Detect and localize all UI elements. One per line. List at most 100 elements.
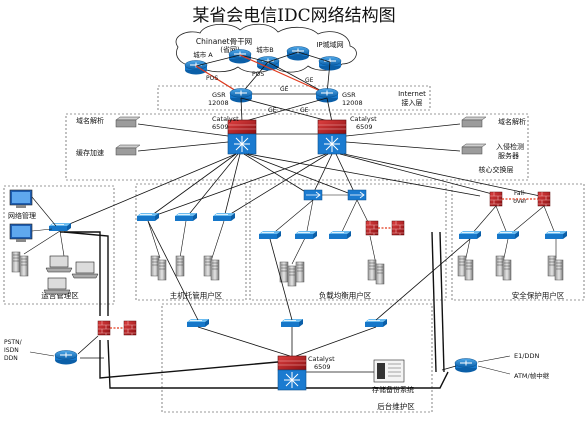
lb-zone-box [249, 183, 447, 301]
left-cache-label: 缓存加速 [76, 148, 104, 157]
city-b-label: 城市B [256, 45, 273, 54]
firewall-icon [365, 220, 379, 236]
firewall-icon [489, 191, 503, 207]
right-dns-label: 域名解析 [498, 117, 526, 126]
server-icon [295, 261, 305, 283]
access-router-right-icon [454, 358, 478, 373]
switch-icon [258, 230, 282, 240]
chinanet-label-2: (省网) [220, 45, 240, 54]
switch-icon [280, 318, 304, 328]
ge-label-3: GE [268, 107, 277, 114]
access-link [77, 335, 99, 355]
monitor-icon [9, 223, 33, 242]
access-link [441, 365, 457, 371]
ge-label-4: GE [300, 107, 309, 114]
ops-links [23, 196, 65, 257]
gsr-left-label-2: 12008 [208, 99, 229, 107]
pos-label-1: POS [206, 75, 218, 82]
switch-icon [174, 212, 198, 222]
arrow-icon [350, 191, 365, 199]
server-icon [287, 265, 297, 287]
catalyst-bottom-icon [277, 355, 307, 391]
catalyst-right-icon [317, 119, 347, 155]
laptop-icon [43, 277, 71, 295]
atm-label: ATM/帧中继 [514, 371, 550, 380]
catalyst-right-label-1: Catalyst [350, 115, 377, 123]
failover-label-2: over [513, 198, 527, 205]
chinanet-label-1: Chinanet骨干网 [196, 37, 252, 46]
server-icon [11, 251, 21, 273]
storage-array-icon [373, 359, 405, 383]
ids-server-right [461, 143, 487, 155]
pstn-label: PSTN/ [4, 339, 23, 346]
firewall-icon [391, 220, 405, 236]
core-layer-label: 核心交换层 [479, 165, 514, 174]
ge-label-2: GE [280, 86, 289, 93]
security-zone-box [451, 183, 585, 301]
net-mgmt-label: 网络管理 [8, 211, 36, 220]
monitor-icon [9, 189, 33, 208]
internet-layer-box [157, 85, 431, 111]
internet-layer-label-1: Internet [398, 90, 426, 98]
router-icon [228, 49, 252, 64]
catalyst-left-label-1: Catalyst [212, 115, 239, 123]
access-link [29, 351, 55, 357]
firewall-icon [97, 320, 111, 336]
gsr-left-label-1: GSR [212, 91, 226, 99]
right-ids-label-2: 服务器 [498, 151, 519, 160]
gsr-catalyst-links [240, 97, 333, 135]
switch-icon [136, 212, 160, 222]
switch-icon [364, 318, 388, 328]
backbone-cloud [175, 23, 357, 73]
pos-label-2: POS [252, 71, 264, 78]
left-dns-label: 域名解析 [76, 116, 104, 125]
firewall-icon [537, 191, 551, 207]
lb-links [269, 199, 377, 265]
access-link [477, 355, 511, 363]
dns-server-right [461, 116, 487, 128]
backend-links [147, 220, 471, 373]
storage-label: 存储备份系统 [372, 385, 414, 394]
ge-label-1: GE [305, 77, 314, 84]
lb-zone-label: 负载均衡用户区 [319, 290, 372, 300]
ip-metro-label: IP城域网 [316, 40, 343, 49]
switch-icon [496, 230, 520, 240]
switch-icon [328, 230, 352, 240]
access-link [477, 365, 511, 375]
internet-layer-label-2: 接入层 [402, 98, 423, 107]
switch-icon [544, 230, 568, 240]
server-icon [19, 255, 29, 277]
arrow-icon [306, 191, 321, 199]
router-icon [184, 60, 208, 75]
switch-icon [48, 222, 72, 232]
switch-icon [458, 230, 482, 240]
switch-icon [212, 212, 236, 222]
server-icon [554, 259, 564, 281]
server-icon [502, 259, 512, 281]
firewall-icon [123, 320, 137, 336]
gsr-right-label-1: GSR [342, 91, 356, 99]
ops-zone-box [3, 185, 115, 305]
backbone-links [195, 51, 331, 95]
switch-icon [294, 230, 318, 240]
server-icon [367, 259, 377, 281]
e1-ddn-label: E1/DDN [514, 352, 539, 360]
server-icon [375, 263, 385, 285]
service-links-left [137, 123, 229, 152]
hosting-server-links [147, 220, 225, 259]
server-icon [464, 259, 474, 281]
hosting-zone-box [135, 183, 247, 301]
city-a-label: 城市 A [193, 50, 213, 59]
router-icon [286, 46, 310, 61]
hosting-zone-label: 主机托管用户区 [170, 290, 223, 300]
pos-links [195, 54, 328, 95]
ddn-label: DDN [4, 355, 18, 362]
core-zone-links [59, 153, 541, 229]
catalyst-left-label-2: 6509 [212, 123, 229, 131]
access-router-left-icon [54, 350, 78, 365]
catalyst-right-label-2: 6509 [356, 123, 373, 131]
laptop-icon [71, 261, 99, 279]
server-icon [157, 259, 167, 281]
security-zone-label: 安全保护用户区 [512, 290, 565, 300]
service-links-right [345, 123, 461, 152]
